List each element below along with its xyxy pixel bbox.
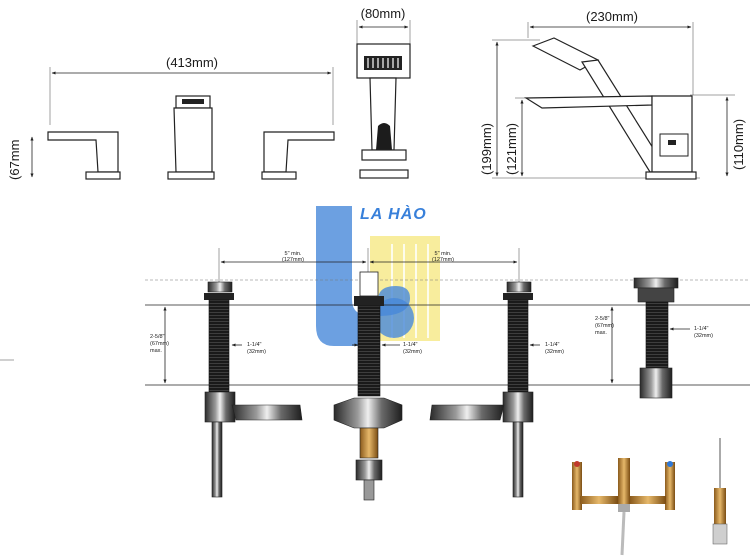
left-depth-max: max. [150,348,162,354]
center-hole-mm: (32mm) [403,349,422,355]
left-spacing-label: 5" min. [285,251,302,257]
hand-shower-view: (80mm) [356,6,411,179]
right-spacing-label: 5" min. [435,251,452,257]
la-hao-watermark-logo: LA HÀO [316,204,440,346]
center-hole-label: 1-1/4" [403,342,418,348]
left-spacing-mm: (127mm) [282,257,304,263]
right-valve-body [429,281,534,498]
width-total-label: (413mm) [166,55,218,70]
right-spacing-mm: (127mm) [432,257,454,263]
height-left-label: (67mm [7,140,22,180]
right-handle-drawing [261,131,335,180]
right-depth-label: 2-5/8" [595,316,610,322]
installation-drawing: 5" min. (127mm) 5" min. (127mm) 2-5/8" (… [0,248,750,501]
hand-shower-mount [633,277,679,399]
rough-in-valve-photo [555,438,750,560]
left-hole-mm: (32mm) [247,349,266,355]
front-elevation-view: (413mm) (67mm [7,55,335,180]
left-handle-drawing [47,131,121,180]
shower-hole-mm: (32mm) [694,333,713,339]
left-hole-label: 1-1/4" [247,342,262,348]
center-spout-valve [333,271,403,501]
right-depth-mm: (67mm) [595,323,614,329]
center-spout-drawing [167,95,215,180]
left-depth-label: 2-5/8" [150,334,165,340]
right-hole-mm: (32mm) [545,349,564,355]
spout-width-label: (80mm) [361,6,406,21]
left-valve-body [204,281,303,498]
height-199-label: (199mm) [479,123,494,175]
left-depth-mm: (67mm) [150,341,169,347]
right-depth-max: max. [595,330,607,336]
height-110-label: (110mm) [731,119,746,170]
right-hole-label: 1-1/4" [545,342,560,348]
height-121-label: (121mm) [504,123,519,175]
side-elevation-view: (230mm) (199mm) (121mm) (110mm) [479,9,746,180]
shower-hole-label: 1-1/4" [694,326,709,332]
brand-text: LA HÀO [360,204,427,223]
side-depth-label: (230mm) [586,9,638,24]
